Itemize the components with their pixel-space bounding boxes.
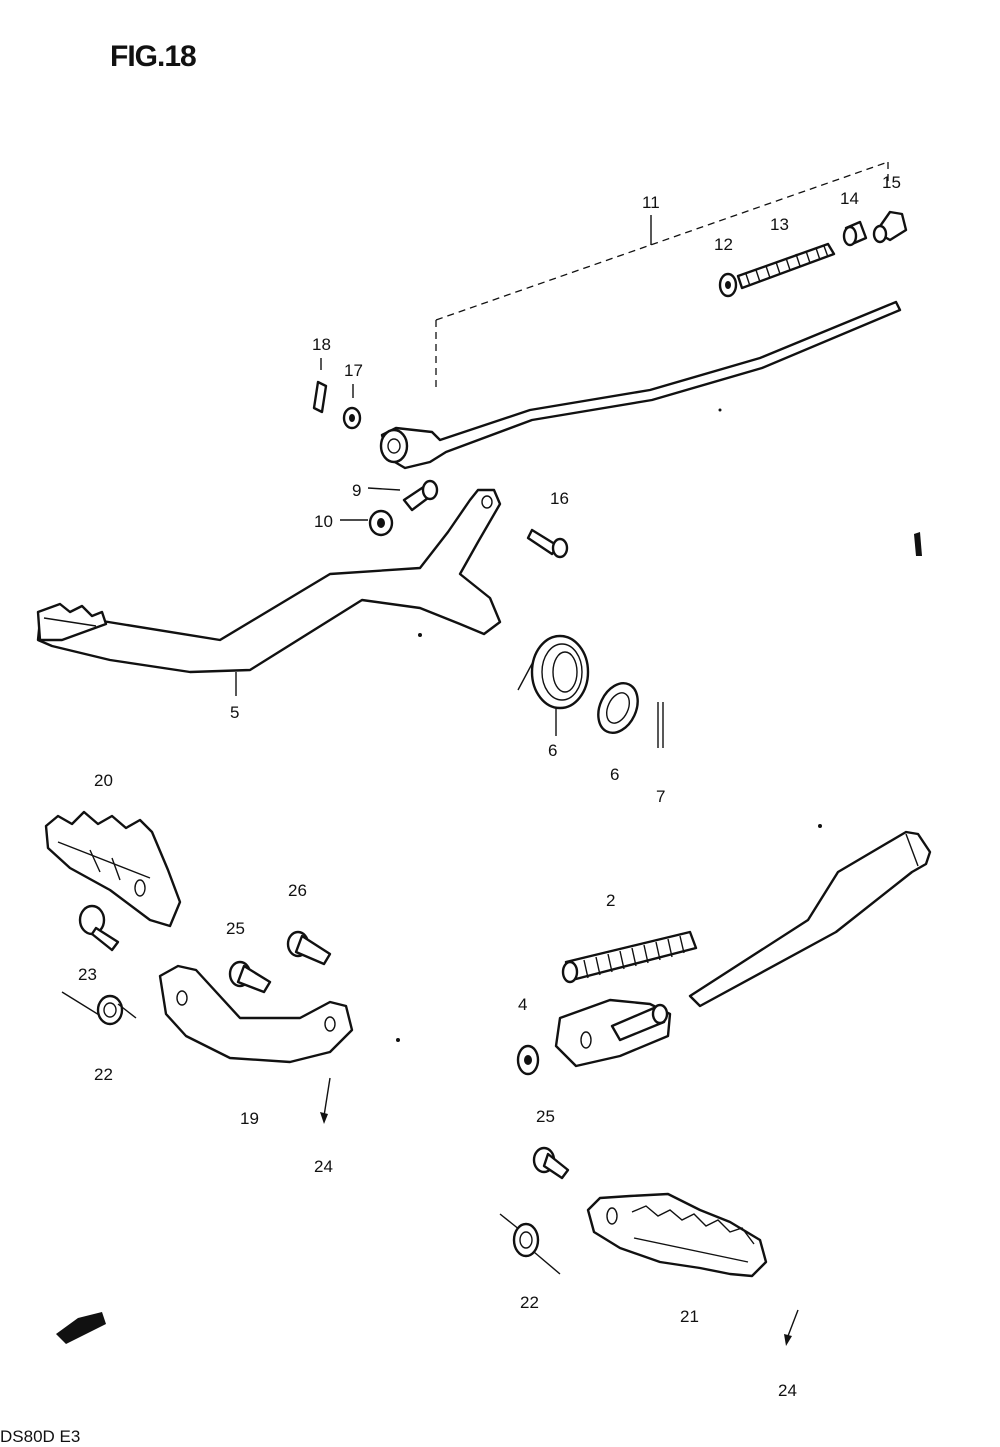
callout-17: 17 <box>344 361 363 380</box>
brake-pedal-5 <box>36 488 502 696</box>
callout-16: 16 <box>550 489 569 508</box>
callout-25-left: 25 <box>226 919 245 938</box>
callout-25-right: 25 <box>536 1107 555 1126</box>
cotter-pin-18 <box>312 358 328 414</box>
return-spring-6 <box>517 634 590 736</box>
cotter-pin-7 <box>657 702 664 748</box>
callout-10: 10 <box>314 512 333 531</box>
spring-22-right <box>499 1213 561 1275</box>
callout-4: 4 <box>518 995 527 1014</box>
callout-6-spring: 6 <box>548 741 557 760</box>
callout-20: 20 <box>94 771 113 790</box>
washer-12 <box>718 272 738 298</box>
bolt-26 <box>286 930 332 966</box>
callout-21: 21 <box>680 1307 699 1326</box>
callout-26: 26 <box>288 881 307 900</box>
spring-22-left <box>61 991 137 1026</box>
cap-15 <box>872 210 908 244</box>
nut-10 <box>340 509 394 537</box>
footrest-20 <box>44 810 182 928</box>
side-stand <box>688 830 932 1008</box>
figure-footer: DS80D E3 <box>0 1427 80 1446</box>
callout-15: 15 <box>882 173 901 192</box>
callout-22-right: 22 <box>520 1293 539 1312</box>
callout-22-left: 22 <box>94 1065 113 1084</box>
callout-2: 2 <box>606 891 615 910</box>
callout-24-left: 24 <box>314 1157 333 1176</box>
callout-23: 23 <box>78 965 97 984</box>
washer-6 <box>597 682 639 734</box>
callout-7: 7 <box>656 787 665 806</box>
footrest-21 <box>586 1192 768 1278</box>
bolt-16 <box>526 528 569 559</box>
cotter-pin-24-right <box>784 1309 799 1346</box>
callout-14: 14 <box>840 189 859 208</box>
callout-6-washer: 6 <box>610 765 619 784</box>
cotter-pin-24-left <box>320 1077 331 1124</box>
callout-18: 18 <box>312 335 331 354</box>
spring-13 <box>736 242 836 290</box>
bolt-25 <box>228 960 272 994</box>
stand-bracket <box>554 998 672 1068</box>
nut-4 <box>516 1044 540 1076</box>
footrest-bracket-19 <box>158 964 354 1064</box>
bolt-9 <box>367 479 439 512</box>
callout-labels: 11 12 13 14 15 18 17 9 10 16 5 6 6 7 20 … <box>78 173 901 1400</box>
callout-9: 9 <box>352 481 361 500</box>
callout-5: 5 <box>230 703 239 722</box>
figure-title: FIG.18 <box>110 40 196 73</box>
callout-12: 12 <box>714 235 733 254</box>
pin-23-right <box>532 1146 570 1180</box>
bushing-14 <box>842 220 868 247</box>
pin-23 <box>78 904 120 952</box>
front-arrow-icon <box>56 1312 106 1344</box>
callout-19: 19 <box>240 1109 259 1128</box>
assembly-bracket-11 <box>435 161 889 390</box>
washer-17 <box>342 384 362 430</box>
callout-13: 13 <box>770 215 789 234</box>
callout-11: 11 <box>642 193 660 212</box>
stand-spring-2 <box>561 930 698 984</box>
kick-lever-rod <box>379 300 902 470</box>
callout-24-right: 24 <box>778 1381 797 1400</box>
stray-marks <box>396 408 922 1042</box>
